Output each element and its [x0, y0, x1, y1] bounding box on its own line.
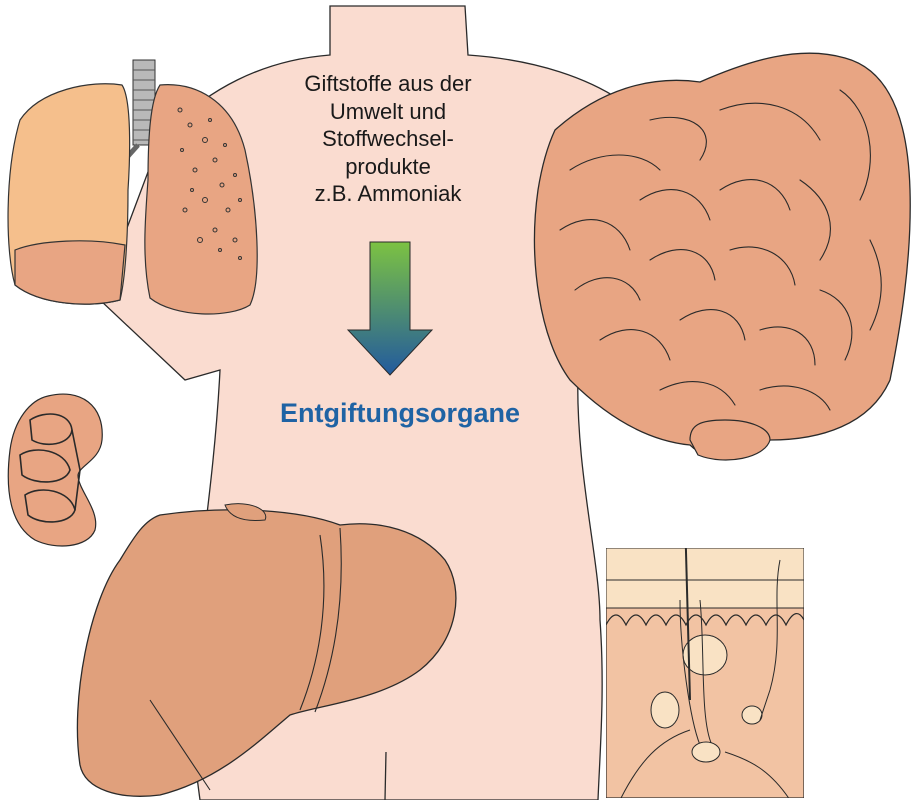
intro-line: Stoffwechsel-	[258, 125, 518, 153]
intro-line: produkte	[258, 153, 518, 181]
kidney-illustration	[8, 394, 102, 546]
intro-text: Giftstoffe aus der Umwelt und Stoffwechs…	[258, 70, 518, 208]
intro-line: Umwelt und	[258, 98, 518, 126]
intro-line: Giftstoffe aus der	[258, 70, 518, 98]
skin-section-illustration	[606, 515, 804, 800]
intro-line: z.B. Ammoniak	[258, 180, 518, 208]
caption-title: Entgiftungsorgane	[200, 398, 600, 429]
